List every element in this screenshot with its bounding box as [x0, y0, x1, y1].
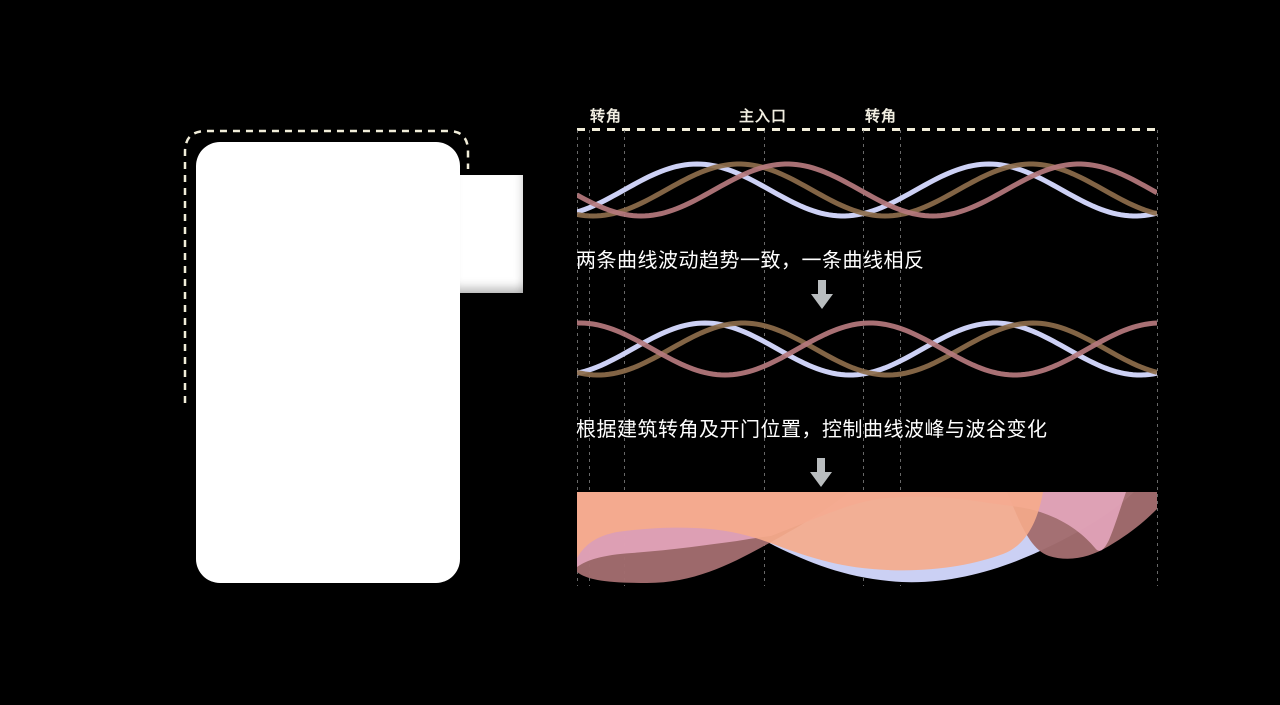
vertical-gridline — [764, 130, 765, 586]
position-label: 主入口 — [738, 108, 788, 125]
down-arrow-icon — [811, 280, 833, 309]
vertical-gridline — [624, 130, 625, 586]
filled-waves-chart — [577, 492, 1157, 583]
vertical-gridline — [863, 130, 864, 586]
floor-plan-protrusion-rect — [459, 175, 523, 293]
vertical-gridline — [577, 130, 578, 586]
brown-curve — [577, 161, 1157, 219]
wave-overlay-adjusted-chart — [577, 320, 1157, 378]
floor-plan-dashed-outline — [183, 129, 470, 403]
salmon-fill — [577, 492, 1043, 571]
caption-peak-control: 根据建筑转角及开门位置，控制曲线波峰与波谷变化 — [576, 419, 1048, 441]
wave-overlay-original-chart — [577, 161, 1157, 219]
position-label: 转角 — [864, 108, 898, 125]
caption-wave-trend: 两条曲线波动趋势一致，一条曲线相反 — [576, 250, 925, 272]
building-edge-dashed-line — [577, 128, 1157, 131]
down-arrow-icon — [810, 458, 832, 487]
vertical-gridline — [900, 130, 901, 586]
vertical-gridline — [1157, 130, 1158, 586]
rose-curve — [577, 161, 1157, 219]
rose-curve — [577, 320, 1157, 378]
vertical-gridline — [589, 130, 590, 586]
position-label: 转角 — [589, 108, 623, 125]
dashed-outline-path — [183, 129, 470, 403]
floor-plan-main-rect — [196, 142, 460, 583]
brown-curve — [577, 320, 1157, 378]
